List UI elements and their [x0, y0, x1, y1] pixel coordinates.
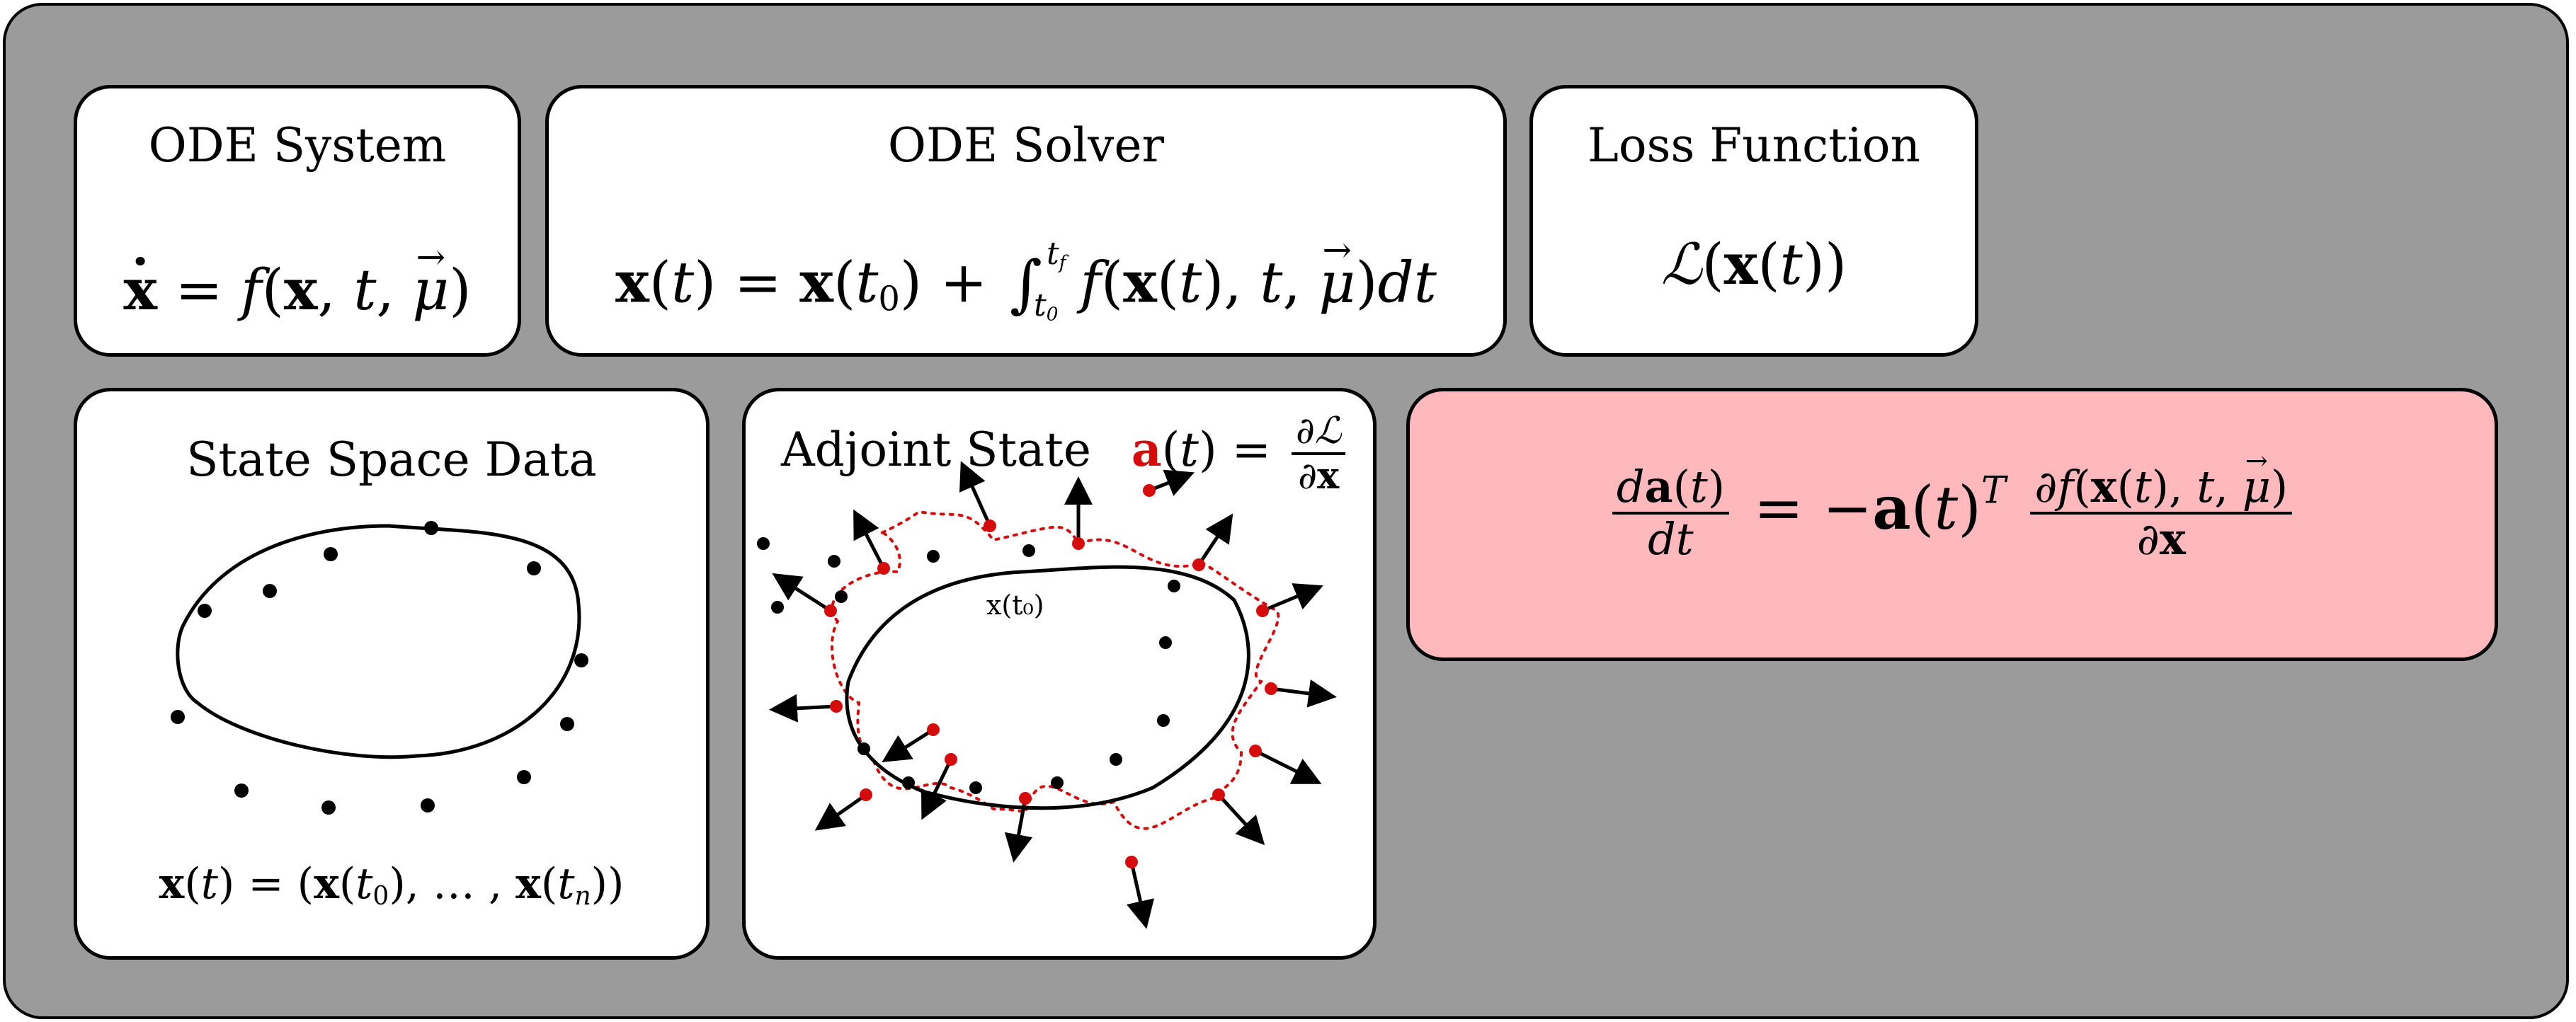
- adjoint-vector-arrow: [959, 461, 992, 527]
- adjoint-vector-arrow: [1217, 793, 1265, 846]
- state-trajectory-curve: [176, 524, 581, 759]
- adjoint-vector-arrow: [1004, 798, 1033, 863]
- diagram-frame: ODE System x = f(x, t, μ) ODE Solver x(t…: [3, 3, 2569, 1019]
- adjoint-vector-arrow: [1262, 583, 1323, 613]
- adjoint-state-point: [1110, 753, 1122, 766]
- state-space-panel: State Space Data x(t) = (x(t0), … , x(tn…: [74, 388, 709, 960]
- adjoint-state-point: [857, 742, 870, 755]
- adjoint-red-point: [1143, 484, 1156, 497]
- state-sample-point: [424, 521, 438, 535]
- adjoint-state-panel: Adjoint State a(t) = ∂ℒ∂x x(t₀): [742, 388, 1377, 960]
- state-sample-point: [321, 800, 336, 815]
- adjoint-red-point: [877, 562, 890, 575]
- ode-solver-title: ODE Solver: [887, 118, 1165, 173]
- adjoint-vector-arrow: [921, 758, 953, 820]
- adjoint-vector-arrow: [1270, 679, 1337, 708]
- adjoint-red-point: [1256, 604, 1269, 617]
- adjoint-red-point: [1072, 537, 1085, 550]
- adjoint-red-point: [824, 604, 837, 617]
- loss-function-title: Loss Function: [1588, 118, 1920, 173]
- adjoint-perturbed-curve: [831, 510, 1280, 830]
- adjoint-point-label: x(t₀): [986, 590, 1044, 621]
- state-space-title: State Space Data: [186, 432, 597, 487]
- adjoint-red-point: [830, 700, 843, 713]
- adjoint-state-point: [927, 550, 940, 563]
- adjoint-state-point: [757, 537, 770, 550]
- adjoint-red-point: [1125, 856, 1138, 868]
- adjoint-state-point: [771, 601, 784, 614]
- state-space-equation: x(t) = (x(t0), … , x(tn)): [159, 859, 625, 911]
- adjoint-red-point: [1265, 682, 1277, 695]
- adjoint-red-point: [1019, 792, 1032, 805]
- adjoint-vector-arrow: [769, 694, 837, 723]
- state-sample-point: [527, 561, 541, 575]
- adjoint-red-point: [984, 519, 996, 532]
- state-sample-point: [198, 604, 212, 618]
- ode-system-panel: ODE System x = f(x, t, μ): [74, 85, 521, 357]
- adjoint-red-point: [1249, 745, 1262, 757]
- adjoint-state-label: Adjoint State: [781, 423, 1091, 477]
- adjoint-state-point: [828, 555, 840, 568]
- adjoint-definition: a(t) = ∂ℒ∂x: [1132, 413, 1351, 495]
- adjoint-red-point: [1192, 558, 1205, 571]
- ode-system-equation: x = f(x, t, μ): [77, 240, 518, 318]
- adjoint-state-point: [835, 590, 848, 603]
- adjoint-state-point: [1022, 544, 1035, 557]
- adjoint-state-point: [969, 781, 982, 794]
- adjoint-trajectory-curve: [845, 565, 1250, 810]
- state-sample-point: [574, 653, 588, 667]
- state-sample-point: [560, 717, 574, 731]
- adjoint-vector-arrow: [1197, 513, 1233, 566]
- state-sample-point: [324, 547, 338, 561]
- adjoint-vector-arrow: [882, 728, 935, 763]
- adjoint-state-point: [1159, 636, 1172, 649]
- loss-function-panel: Loss Function ℒ(x(t)): [1529, 85, 1978, 357]
- adjoint-vector-arrow: [772, 573, 832, 613]
- adjoint-vector-arrow: [1127, 861, 1155, 929]
- adjoint-vector-arrow: [814, 793, 867, 831]
- adjoint-red-point: [860, 788, 872, 801]
- state-sample-point: [421, 798, 435, 813]
- adjoint-state-point: [1168, 580, 1180, 592]
- adjoint-dynamics-equation: da(t)dt = −a(t)T ∂f(x(t), t, μ)∂x: [1410, 448, 2495, 561]
- adjoint-equation-panel: da(t)dt = −a(t)T ∂f(x(t), t, μ)∂x: [1406, 388, 2498, 661]
- adjoint-state-point: [1157, 714, 1170, 727]
- adjoint-state-plot: x(t₀): [757, 461, 1337, 929]
- adjoint-state-point: [1051, 776, 1064, 789]
- adjoint-state-point: [902, 776, 915, 789]
- adjoint-vector-arrow: [853, 509, 886, 570]
- ode-system-title: ODE System: [148, 118, 447, 173]
- loss-function-equation: ℒ(x(t)): [1660, 231, 1847, 297]
- state-sample-point: [234, 783, 249, 798]
- state-sample-point: [263, 584, 277, 598]
- adjoint-red-point: [945, 753, 957, 766]
- adjoint-state-title: Adjoint State a(t) = ∂ℒ∂x: [781, 413, 1351, 495]
- state-sample-point: [171, 710, 185, 724]
- adjoint-red-point: [927, 723, 940, 736]
- state-sample-point: [517, 770, 531, 784]
- adjoint-vector-arrow: [1254, 749, 1322, 784]
- state-space-plot: [171, 521, 588, 815]
- adjoint-red-point: [1212, 788, 1225, 801]
